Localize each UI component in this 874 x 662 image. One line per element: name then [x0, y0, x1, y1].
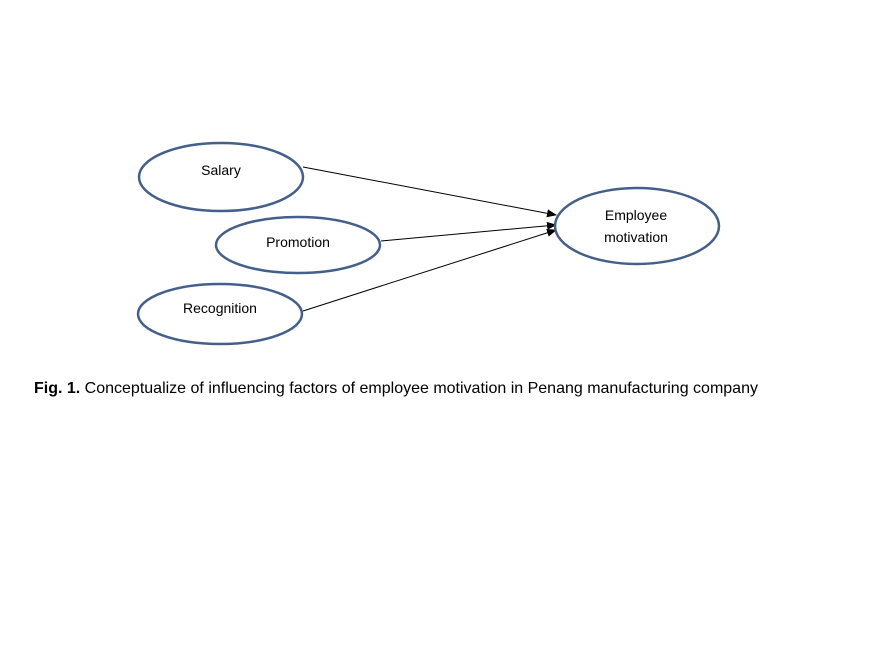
node-recognition-label: Recognition — [183, 300, 257, 316]
node-employee-motivation-shape — [553, 186, 721, 266]
node-recognition: Recognition — [136, 282, 304, 346]
node-promotion: Promotion — [214, 215, 382, 275]
node-recognition-shape — [136, 282, 304, 346]
edge-promotion-to-motivation — [380, 221, 557, 242]
node-salary-label: Salary — [201, 162, 241, 178]
figure-caption: Fig. 1. Conceptualize of influencing fac… — [34, 380, 758, 398]
figure-caption-label: Fig. 1. — [34, 380, 81, 397]
node-promotion-shape — [214, 215, 382, 275]
node-employee-motivation-label-line2: motivation — [604, 229, 668, 245]
node-promotion-label: Promotion — [266, 234, 330, 250]
edge-recognition-to-motivation — [302, 228, 557, 312]
node-employee-motivation-label-line1: Employee — [605, 207, 667, 223]
node-salary: Salary — [137, 141, 305, 213]
node-salary-shape — [137, 141, 305, 213]
figure-caption-text: Conceptualize of influencing factors of … — [80, 380, 758, 397]
node-employee-motivation: Employee motivation — [553, 186, 721, 266]
edge-salary-to-motivation — [302, 166, 557, 218]
